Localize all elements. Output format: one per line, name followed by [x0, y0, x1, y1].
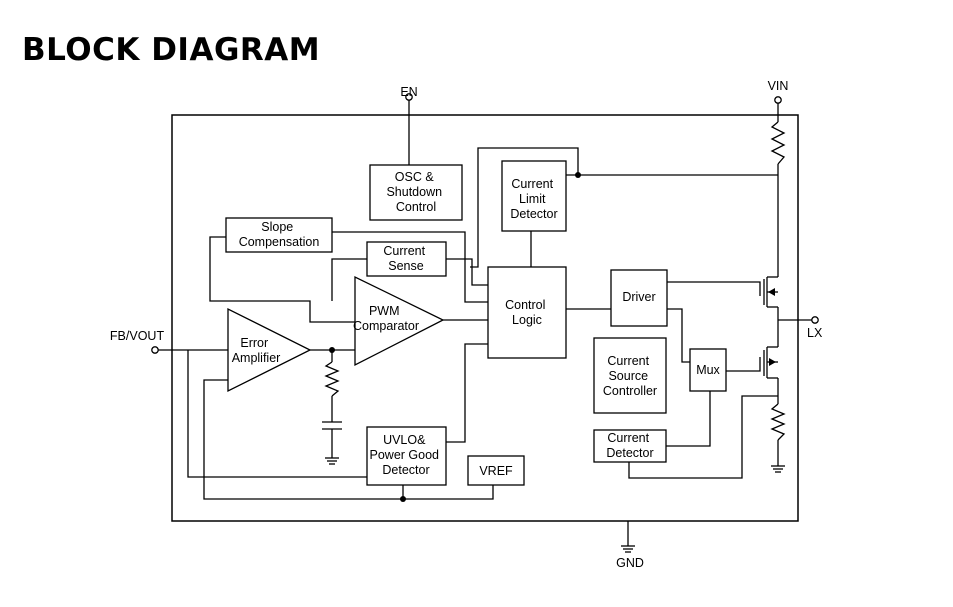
vin-sense-resistor — [770, 121, 786, 165]
wires — [158, 100, 812, 546]
current-sense-block — [366, 241, 447, 277]
vref-label: VREF — [479, 464, 513, 478]
current-limit-detector-block — [501, 160, 567, 232]
control-logic-label: Control Logic — [505, 298, 549, 327]
osc-label: OSC & Shutdown Control — [386, 170, 445, 214]
error-amp-label: Error Amplifier — [232, 336, 281, 365]
uvlo-label: UVLO& Power Good Detector — [370, 433, 443, 477]
vref-block — [467, 455, 525, 486]
current-limit-label: Current Limit Detector — [510, 177, 557, 221]
current-detector-label: Current Detector — [606, 431, 653, 460]
gnd-label: GND — [616, 556, 644, 570]
compensation-resistor — [324, 361, 340, 397]
current-detector-block — [593, 429, 667, 463]
ground-symbol-gnd — [621, 545, 635, 553]
chip-outline — [171, 114, 799, 522]
low-side-sense-resistor — [770, 403, 786, 441]
pwm-label: PWM Comparator — [353, 304, 419, 333]
lx-label: LX — [807, 326, 823, 340]
en-pin — [405, 93, 413, 101]
pwm-comparator — [354, 275, 445, 367]
current-source-controller-block — [593, 337, 667, 414]
uvlo-power-good-block — [366, 426, 447, 486]
ground-symbol-comp — [325, 457, 339, 465]
osc-shutdown-block — [369, 164, 463, 221]
control-logic-block — [487, 266, 567, 359]
slope-compensation-block — [225, 217, 333, 253]
ground-symbol-sense — [771, 465, 785, 473]
vin-label: VIN — [768, 79, 789, 93]
current-sense-label: Current Sense — [383, 244, 428, 273]
high-side-mosfet — [763, 276, 778, 308]
page-title: BLOCK DIAGRAM — [22, 32, 321, 68]
fb-vout-pin — [151, 346, 159, 354]
mux-block — [689, 348, 727, 392]
en-label: EN — [400, 85, 417, 99]
mux-label: Mux — [696, 363, 720, 377]
driver-block — [610, 269, 668, 327]
compensation-capacitor — [322, 421, 342, 430]
fb-vout-label: FB/VOUT — [110, 329, 165, 343]
junction-dots — [329, 172, 581, 502]
vin-pin — [774, 96, 782, 104]
lx-pin — [811, 316, 819, 324]
error-amplifier — [227, 307, 312, 393]
driver-label: Driver — [622, 290, 655, 304]
current-source-label: Current Source Controller — [603, 354, 657, 398]
low-side-mosfet — [763, 346, 778, 379]
slope-compensation-label: Slope Compensation — [239, 220, 320, 249]
